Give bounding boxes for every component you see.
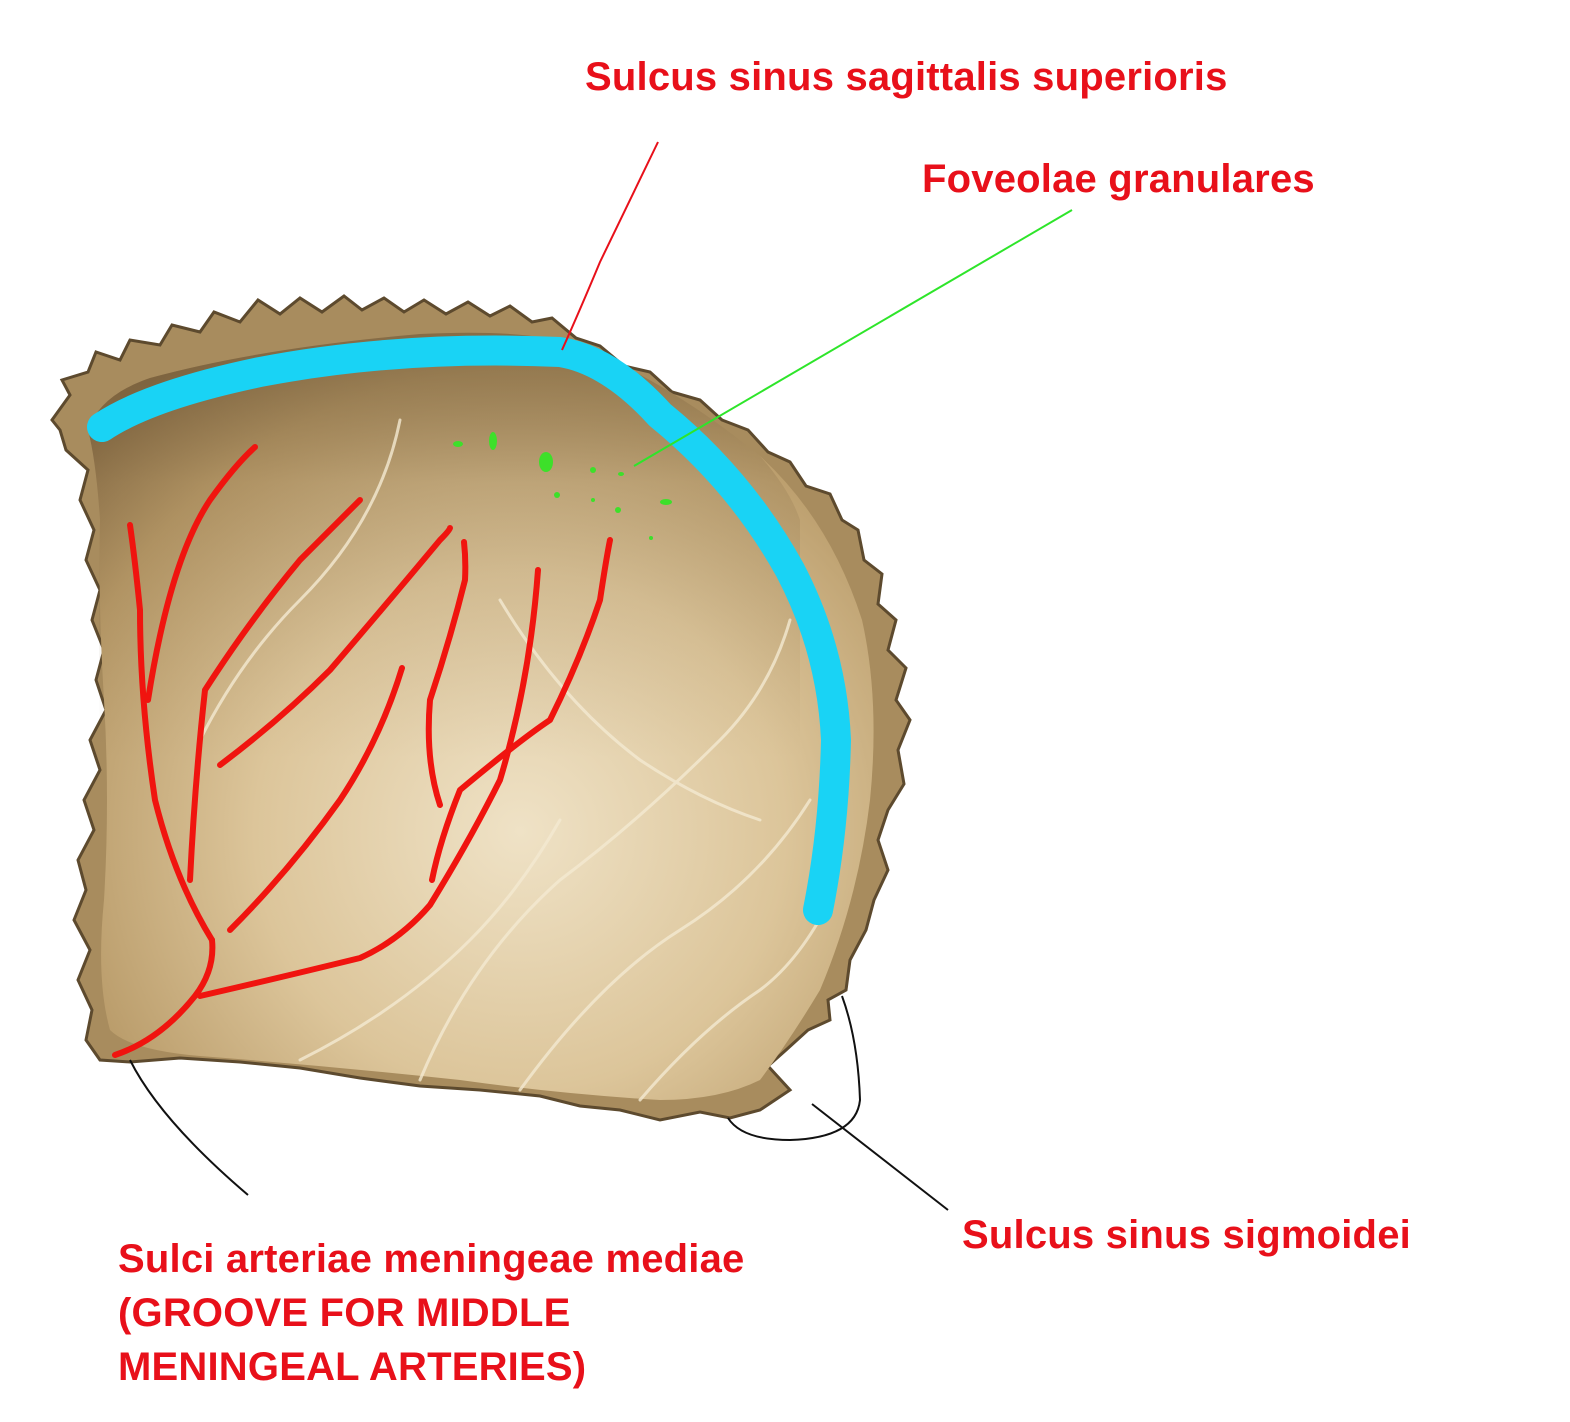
foveola-dot: [590, 467, 596, 473]
artery-branch-a: [145, 444, 258, 703]
meningeal-arteries-marking: [112, 444, 613, 1058]
foveolae-label: Foveolae granulares: [922, 157, 1315, 201]
artery-branch-b: [187, 497, 363, 883]
bone-top-shading: [88, 332, 800, 760]
meningeal-leader-line: [129, 1059, 249, 1196]
artery-branch-e: [425, 539, 469, 808]
artery-trunk: [112, 937, 216, 1058]
foveola-dot: [615, 507, 621, 513]
artery-posterior-main: [197, 567, 541, 999]
bone-natural-grooves: [198, 418, 832, 1102]
artery-anterior-main: [127, 522, 215, 943]
sigmoid-leader-bracket: [727, 995, 862, 1142]
foveolae-marking: [453, 432, 672, 540]
parietal-bone: [50, 294, 912, 1122]
meningeal-label-line1: Sulci arteriae meningeae mediae: [118, 1237, 745, 1281]
foveola-dot: [453, 441, 463, 447]
meningeal-label-line3: MENINGEAL ARTERIES): [118, 1345, 587, 1389]
artery-branch-c: [217, 525, 453, 768]
artery-branch-d: [227, 665, 405, 933]
foveola-dot: [554, 492, 560, 498]
foveola-dot: [539, 452, 553, 472]
foveola-dot: [591, 498, 595, 502]
artery-branch-f: [429, 537, 613, 883]
sagittal-sinus-label: Sulcus sinus sagittalis superioris: [585, 55, 1228, 99]
foveola-dot: [618, 472, 624, 476]
sigmoid-leader-line: [811, 1103, 949, 1211]
meningeal-label-line2: (GROOVE FOR MIDDLE: [118, 1291, 571, 1335]
sagittal-leader-line: [561, 141, 659, 351]
foveola-dot: [649, 536, 653, 540]
foveola-dot: [660, 499, 672, 505]
foveolae-leader-line: [633, 209, 1073, 467]
sigmoid-sinus-label: Sulcus sinus sigmoidei: [962, 1213, 1411, 1257]
meningeal-arteries-label: Sulci arteriae meningeae mediae (GROOVE …: [118, 1232, 745, 1394]
foveola-dot: [489, 432, 497, 450]
sagittal-sinus-marking: [87, 335, 851, 925]
